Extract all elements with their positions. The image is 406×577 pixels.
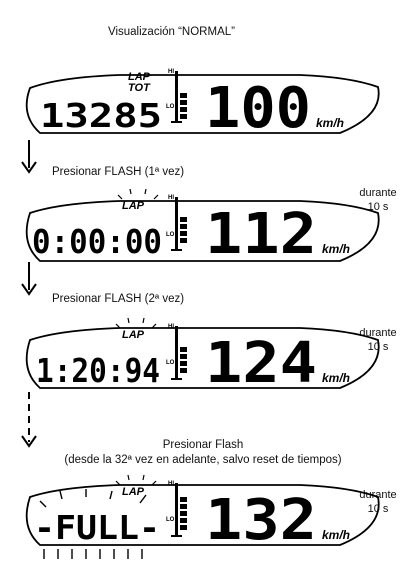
dashed-down-arrow-icon — [21, 392, 37, 448]
speed-readout: 100 — [205, 76, 311, 141]
lcd-display-full: LAP HI LO -FULL- 132 km/h — [25, 474, 380, 559]
lo-label: LO — [166, 232, 175, 238]
down-arrow-icon — [21, 140, 37, 174]
lcd-display-normal: LAP TOT HI LO 13285 100 km/h — [25, 69, 380, 141]
odometer-readout: 13285 — [40, 96, 162, 135]
lap-label: LAP — [122, 329, 145, 341]
flash-rays-icon — [115, 317, 157, 329]
unit-label: km/h — [322, 371, 350, 385]
flash-rays-icon — [115, 474, 157, 486]
bar-gauge — [171, 326, 187, 380]
lap-label: LAP — [122, 200, 145, 212]
lo-label: LO — [166, 360, 175, 366]
lo-label: LO — [166, 517, 175, 523]
unit-label: km/h — [322, 528, 350, 542]
step-3-caption: Presionar Flash — [162, 439, 244, 451]
lap-label: LAP — [128, 71, 151, 83]
lcd-display-lap-1: LAP HI LO 0:00:00 112 km/h — [25, 188, 380, 267]
hi-label: HI — [168, 69, 174, 75]
speed-readout: 124 — [205, 331, 317, 396]
lo-label: LO — [166, 104, 175, 110]
unit-label: km/h — [316, 116, 344, 130]
bar-gauge — [171, 71, 187, 123]
hi-label: HI — [168, 324, 174, 330]
speed-readout: 112 — [205, 202, 317, 267]
flash-rays-icon — [39, 489, 147, 559]
page-title: Visualización “NORMAL” — [108, 26, 235, 38]
lap-label: LAP — [122, 486, 145, 498]
step-3-caption-detail: (desde la 32ª vez en adelante, salvo res… — [64, 454, 342, 466]
lap-time-readout: 0:00:00 — [32, 222, 162, 261]
hi-label: HI — [168, 481, 174, 487]
full-memory-readout: -FULL- — [34, 508, 160, 547]
unit-label: km/h — [322, 242, 350, 256]
hi-label: HI — [168, 195, 174, 201]
down-arrow-icon — [21, 262, 37, 296]
tot-label: TOT — [128, 82, 151, 94]
lap-time-readout: 1:20:94 — [36, 351, 160, 390]
bar-gauge — [171, 197, 187, 251]
step-1-caption: Presionar FLASH (1ª vez) — [52, 166, 185, 178]
bar-gauge — [171, 483, 187, 537]
step-2-caption: Presionar FLASH (2ª vez) — [52, 293, 185, 305]
speed-readout: 132 — [205, 488, 317, 553]
lcd-display-lap-2: LAP HI LO 1:20:94 124 km/h — [25, 317, 380, 396]
flash-rays-icon — [117, 188, 159, 200]
